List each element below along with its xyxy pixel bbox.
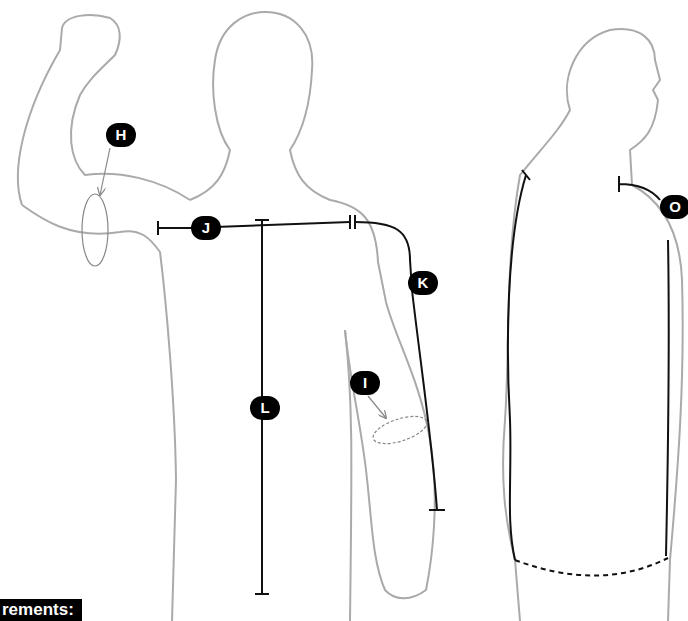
callout-letter: L [250,396,280,420]
measurement-lines [158,170,669,594]
section-heading: rements: [0,599,82,621]
side-silhouette [503,29,683,621]
callout-letter: I [350,371,380,395]
callout-letter: H [106,123,136,147]
front-silhouette [18,12,435,621]
callout-letter: K [408,271,438,295]
callout-letter: J [191,216,221,240]
circumference-rings [82,148,430,449]
callout-letter: O [660,195,688,219]
